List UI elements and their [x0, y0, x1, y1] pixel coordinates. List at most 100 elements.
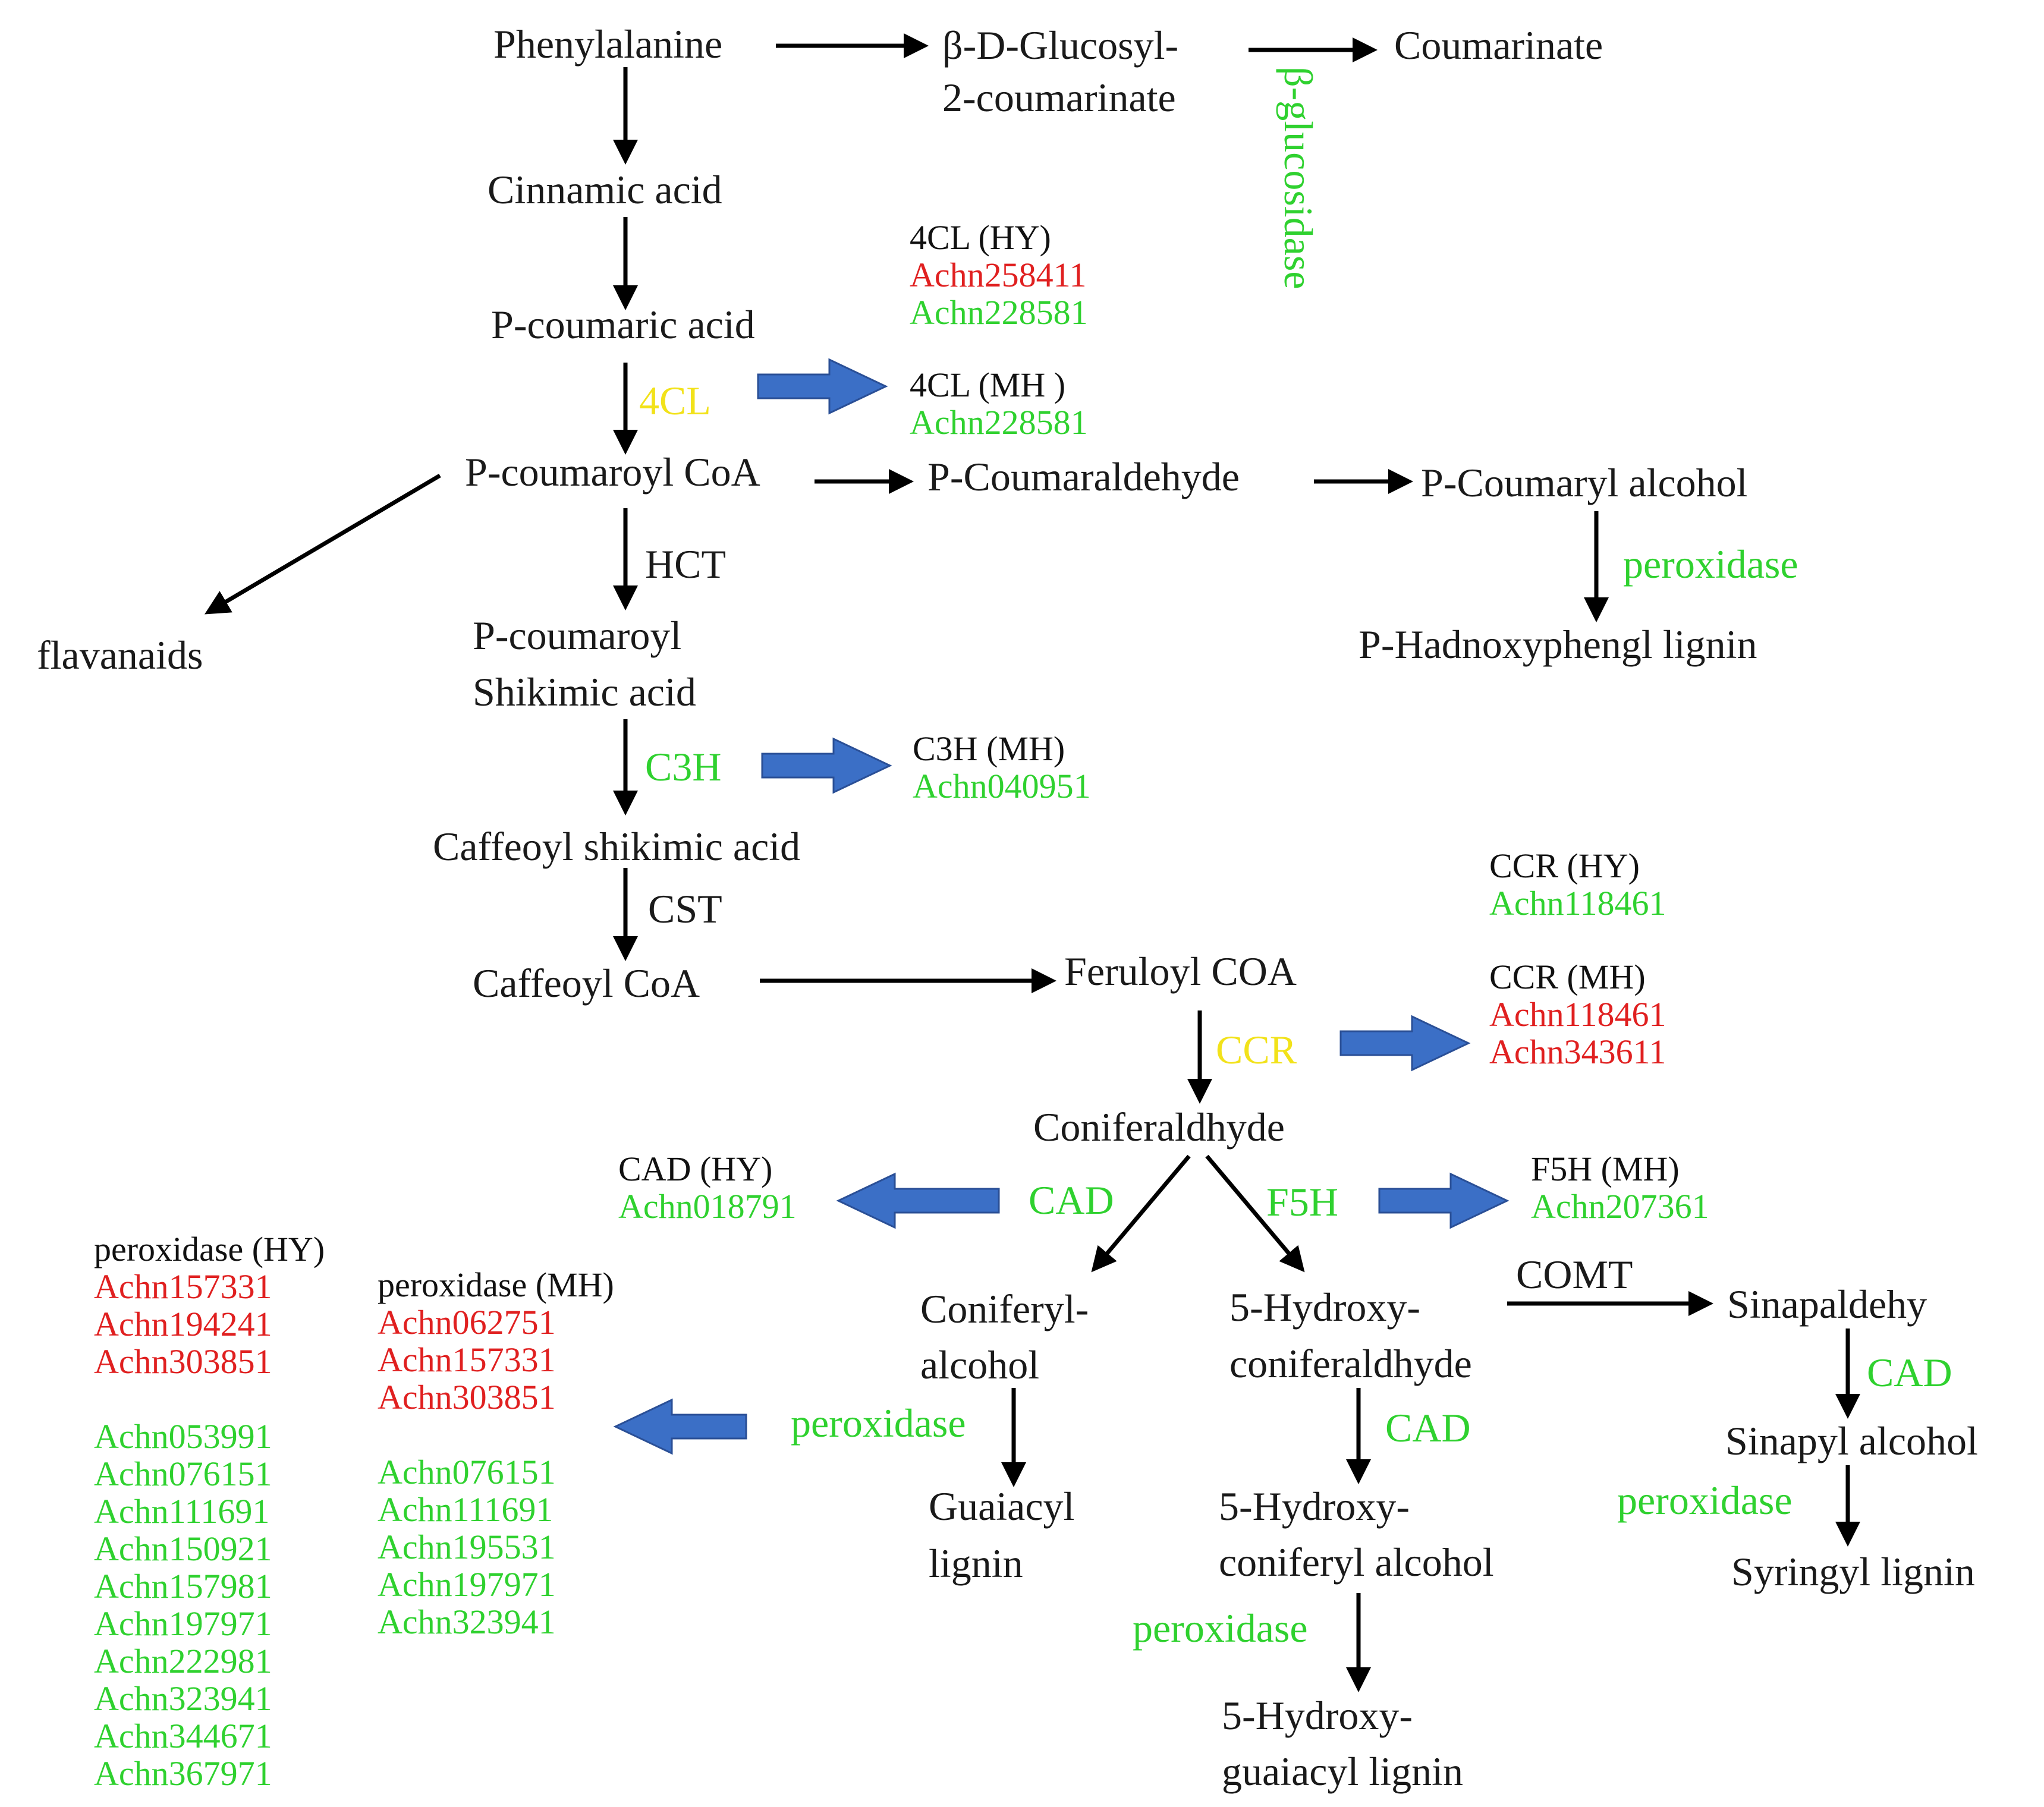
gene-id: Achn018791 [618, 1187, 797, 1226]
block-arrow-4cl [757, 358, 888, 415]
gene-list-gap [94, 1380, 325, 1418]
gene-id: Achn343611 [1489, 1032, 1666, 1071]
enzyme-cad-left: CAD [1029, 1178, 1114, 1223]
node-feruloyl-coa: Feruloyl COA [1064, 949, 1297, 994]
enzyme-cad-right: CAD [1867, 1350, 1952, 1395]
gene-id: Achn076151 [94, 1455, 272, 1493]
gene-id: Achn195531 [378, 1528, 556, 1566]
node-guaiacyl-lignin-line1: Guaiacyl [929, 1484, 1075, 1529]
enzyme-f5h: F5H [1266, 1179, 1338, 1224]
enzyme-ccr: CCR [1216, 1027, 1297, 1072]
node-coniferyl-alcohol-line2: alcohol [920, 1342, 1040, 1387]
gene-id: Achn323941 [94, 1679, 272, 1718]
enzyme-beta-glucosidase: β-glucosidase [1276, 67, 1321, 289]
node-p-coumaroyl-shikimic-line2: Shikimic acid [473, 669, 696, 714]
gene-box-header: peroxidase (MH) [378, 1265, 614, 1304]
node-sinapaldehy: Sinapaldehy [1727, 1282, 1927, 1327]
gene-id: Achn040951 [913, 767, 1091, 805]
block-arrow-ccr [1339, 1015, 1471, 1072]
gene-id: Achn197971 [378, 1565, 556, 1604]
gene-box-cad-hy: CAD (HY)Achn018791 [618, 1150, 797, 1225]
node-hydroxy-coniferaldhyde-line2: coniferaldhyde [1229, 1341, 1472, 1386]
gene-id: Achn228581 [910, 293, 1088, 332]
node-hydroxy-coniferyl-alcohol-line2: coniferyl alcohol [1219, 1540, 1494, 1585]
enzyme-peroxidase-pcoumaryl: peroxidase [1623, 542, 1798, 587]
enzyme-peroxidase-sinapyl: peroxidase [1617, 1478, 1793, 1523]
node-p-coumaryl-alcohol: P-Coumaryl alcohol [1421, 460, 1748, 505]
gene-id: Achn228581 [910, 403, 1088, 442]
node-p-coumaraldehyde: P-Coumaraldehyde [927, 454, 1240, 499]
gene-id: Achn118461 [1489, 884, 1666, 923]
gene-id: Achn344671 [94, 1717, 272, 1755]
enzyme-cad-mid: CAD [1385, 1405, 1471, 1450]
block-arrow-peroxidase [613, 1398, 747, 1455]
gene-id: Achn157331 [378, 1340, 556, 1379]
block-arrow-c3h [761, 737, 892, 794]
gene-box-header: 4CL (HY) [910, 218, 1051, 257]
node-p-coumaroyl-shikimic-line1: P-coumaroyl [473, 613, 682, 658]
gene-box-header: CAD (HY) [618, 1150, 773, 1188]
gene-box-f5h-mh: F5H (MH)Achn207361 [1531, 1150, 1709, 1225]
node-flavanaids: flavanaids [37, 632, 203, 678]
gene-id: Achn323941 [378, 1603, 556, 1641]
node-p-coumaric-acid: P-coumaric acid [491, 302, 755, 347]
gene-id: Achn303851 [94, 1342, 272, 1381]
gene-id: Achn194241 [94, 1305, 272, 1343]
block-arrow-f5h [1378, 1172, 1510, 1229]
enzyme-peroxidase-coniferyl: peroxidase [791, 1400, 966, 1446]
gene-id: Achn367971 [94, 1754, 272, 1793]
arrow-coniferaldhyde-to-hydroxyconiferaldhyde [1205, 1154, 1305, 1273]
node-hydroxy-coniferyl-alcohol-line1: 5-Hydroxy- [1219, 1484, 1410, 1529]
enzyme-cst: CST [648, 886, 722, 931]
gene-id: Achn111691 [378, 1490, 554, 1529]
node-p-coumaroyl-coa: P-coumaroyl CoA [465, 449, 760, 495]
node-hydroxy-coniferaldhyde-line1: 5-Hydroxy- [1229, 1285, 1421, 1330]
gene-id: Achn157331 [94, 1267, 272, 1306]
gene-id: Achn197971 [94, 1604, 272, 1643]
node-coniferaldhyde: Coniferaldhyde [1033, 1104, 1285, 1150]
enzyme-4cl: 4CL [639, 378, 711, 423]
node-syringyl-lignin: Syringyl lignin [1731, 1549, 1975, 1594]
gene-id: Achn303851 [378, 1378, 556, 1416]
gene-id: Achn150921 [94, 1529, 272, 1568]
gene-id: Achn118461 [1489, 995, 1666, 1034]
gene-box-c3h-mh: C3H (MH)Achn040951 [913, 730, 1091, 805]
node-guaiacyl-lignin-line2: lignin [929, 1541, 1023, 1586]
gene-box-header: C3H (MH) [913, 729, 1065, 768]
node-caffeoyl-shikimic-acid: Caffeoyl shikimic acid [433, 824, 801, 869]
gene-box-header: CCR (MH) [1489, 958, 1646, 996]
block-arrow-cad [836, 1172, 1000, 1229]
gene-list-gap [378, 1416, 614, 1453]
enzyme-c3h: C3H [645, 744, 722, 789]
gene-id: Achn222981 [94, 1642, 272, 1680]
node-caffeoyl-coa: Caffeoyl CoA [473, 961, 700, 1006]
arrow-coniferaldhyde-to-coniferyl [1091, 1154, 1191, 1273]
node-hydroxy-guaiacyl-lignin-line2: guaiacyl lignin [1222, 1749, 1464, 1794]
node-glucosyl-line1: β-D-Glucosyl- [942, 23, 1179, 68]
gene-box-ccr-hy: CCR (HY)Achn118461 [1489, 847, 1666, 922]
enzyme-hct: HCT [645, 542, 726, 587]
gene-id: Achn076151 [378, 1453, 556, 1491]
node-hydroxy-guaiacyl-lignin-line1: 5-Hydroxy- [1222, 1693, 1413, 1738]
node-sinapyl-alcohol: Sinapyl alcohol [1725, 1418, 1978, 1463]
gene-box-header: 4CL (MH ) [910, 366, 1066, 404]
gene-id: Achn258411 [910, 256, 1087, 294]
gene-id: Achn062751 [378, 1303, 556, 1342]
node-p-h-lignin: P-Hadnoxyphengl lignin [1359, 622, 1757, 667]
gene-id: Achn207361 [1531, 1187, 1709, 1226]
gene-box-header: F5H (MH) [1531, 1150, 1680, 1188]
node-cinnamic-acid: Cinnamic acid [488, 167, 722, 212]
gene-id: Achn053991 [94, 1417, 272, 1456]
enzyme-peroxidase-hydroxy: peroxidase [1133, 1605, 1308, 1651]
node-glucosyl-line2: 2-coumarinate [942, 75, 1176, 120]
gene-id: Achn157981 [94, 1567, 272, 1605]
gene-box-header: CCR (HY) [1489, 846, 1640, 885]
node-phenylalanine: Phenylalanine [493, 21, 723, 67]
node-coniferyl-alcohol-line1: Coniferyl- [920, 1286, 1089, 1331]
